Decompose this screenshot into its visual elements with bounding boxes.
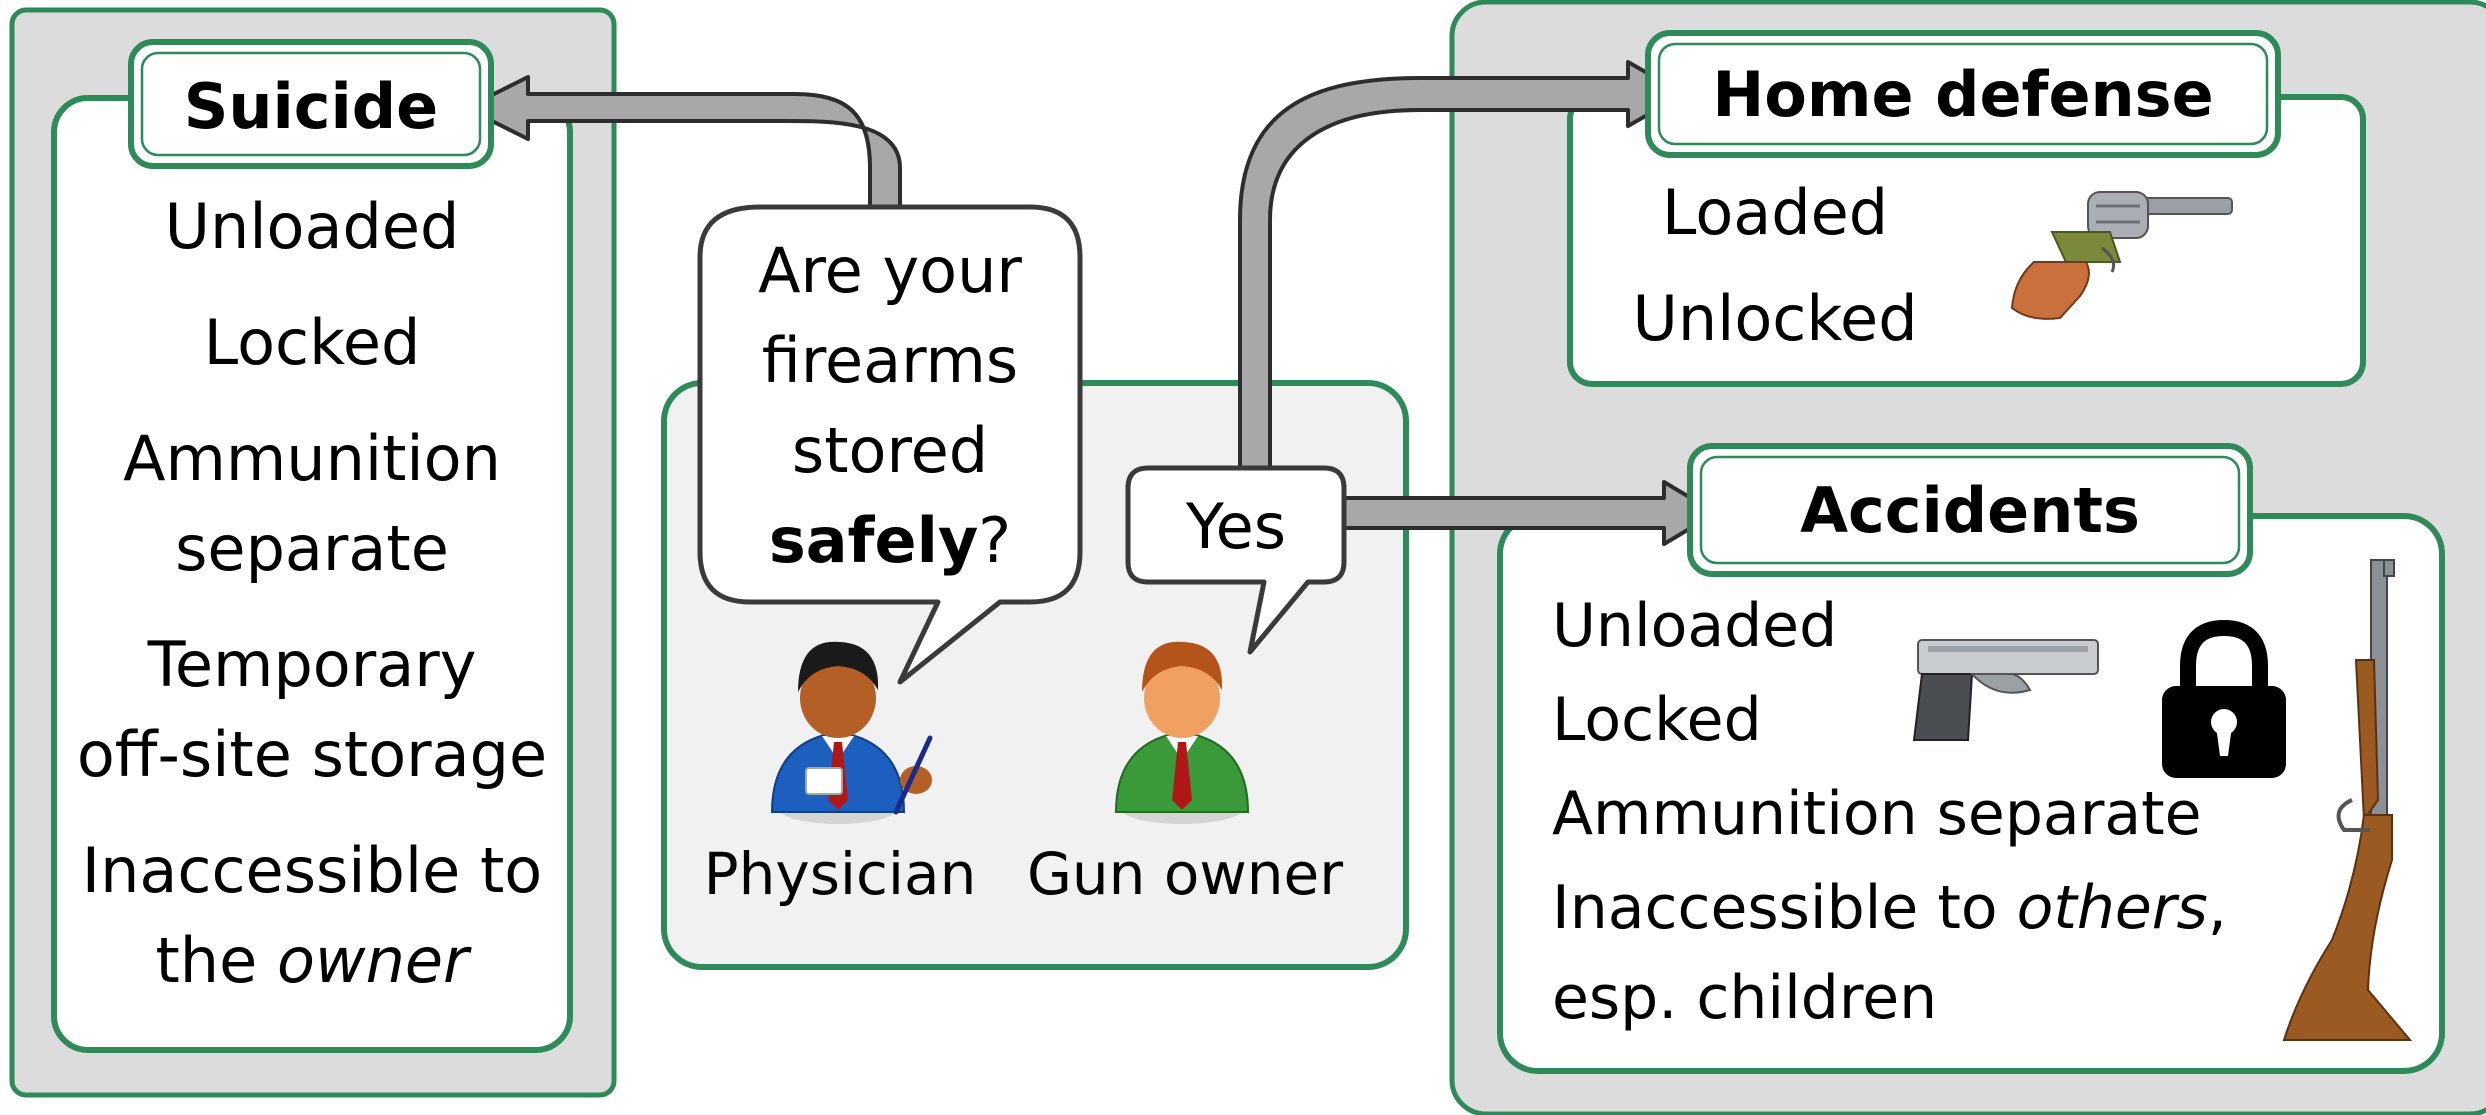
gun-owner-label: Gun owner	[1026, 840, 1344, 908]
suicide-item-the-owner-plain: the	[155, 924, 277, 997]
physician-person-icon	[770, 641, 933, 824]
home-defense-title-box-outer	[1645, 30, 2281, 158]
accidents-item-comma: ,	[2207, 873, 2227, 943]
question-line-4: safely?	[700, 510, 1080, 572]
question-bold-word: safely	[768, 504, 979, 577]
accidents-item-inaccessible-to-others: Inaccessible to others,	[1552, 878, 2227, 938]
suicide-item-the-owner-italic: owner	[276, 924, 469, 997]
suicide-title-box-inner	[140, 51, 482, 157]
suicide-item-unloaded: Unloaded	[164, 190, 460, 263]
home-defense-item-loaded: Loaded	[1661, 176, 1889, 249]
suicide-item-locked: Locked	[203, 306, 421, 379]
accidents-item-unloaded: Unloaded	[1552, 591, 1838, 661]
home-defense-item-unlocked: Unlocked	[1632, 282, 1918, 355]
accidents-item-others-italic: others	[2016, 873, 2208, 943]
suicide-item-inaccessible: Inaccessible to	[81, 834, 543, 907]
suicide-title-box-outer	[128, 39, 494, 169]
suicide-item-separate: separate	[175, 512, 449, 585]
accidents-title-box-inner	[1699, 455, 2241, 565]
suicide-item-ammunition: Ammunition	[123, 422, 501, 495]
home-defense-title: Home defense	[1712, 58, 2214, 131]
accidents-item-locked: Locked	[1552, 685, 1762, 755]
gun-owner-person-icon	[1114, 641, 1250, 824]
question-line-1: Are your	[758, 234, 1022, 307]
accidents-title-box-outer	[1687, 443, 2253, 577]
suicide-item-offsite-storage: off-site storage	[76, 718, 548, 791]
suicide-title: Suicide	[183, 70, 439, 143]
revolver-icon	[2010, 191, 2233, 320]
question-line-2: firearms	[761, 324, 1019, 397]
accidents-title: Accidents	[1800, 474, 2140, 547]
padlock-icon	[2162, 619, 2286, 778]
reply-text: Yes	[1185, 490, 1287, 563]
arrow-to-suicide	[464, 75, 902, 209]
reply-speech-bubble	[1125, 465, 1347, 655]
accidents-item-ammunition-separate: Ammunition separate	[1552, 779, 2202, 849]
accidents-item-inaccessible-plain: Inaccessible to	[1552, 873, 2017, 943]
question-speech-bubble	[697, 204, 1083, 685]
physician-label: Physician	[703, 840, 977, 908]
pistol-icon	[1912, 639, 2099, 741]
suicide-item-the-owner: the owner	[60, 930, 564, 992]
home-defense-title-box-inner	[1657, 42, 2269, 146]
question-mark: ?	[978, 504, 1012, 577]
question-line-3: stored	[791, 414, 989, 487]
accidents-item-esp-children: esp. children	[1552, 963, 1938, 1033]
suicide-item-temporary: Temporary	[147, 628, 477, 701]
rifle-icon	[2282, 559, 2413, 1041]
